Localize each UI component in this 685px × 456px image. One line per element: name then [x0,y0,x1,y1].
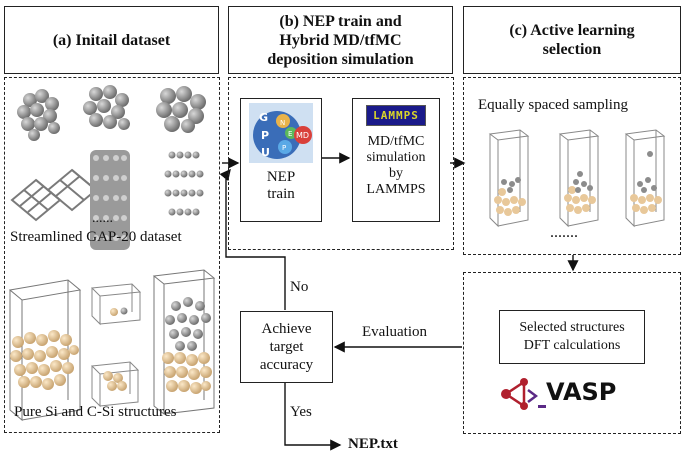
sampling-structures [488,129,666,228]
gpumd-letter-p2: P [282,144,286,152]
csi-box [152,269,216,416]
vasp-logo-icon [501,378,538,410]
panel-c-header: (c) Active learning selection [463,6,681,74]
decision-line3: accuracy [259,357,314,373]
panel-c-box [463,77,681,255]
gpumd-letter-p: P [261,129,269,142]
gpumd-letter-u: U [261,146,270,159]
panel-c-ellipsis: ....... [550,224,578,241]
gpumd-letter-n: N [280,119,285,127]
output-label: NEP.txt [348,436,398,452]
panel-a-structures [8,85,216,422]
si-slab-box [8,279,82,422]
decision-line1: Achieve [261,321,312,337]
arrow-no-loop [219,168,286,310]
si-small-cluster [103,371,127,391]
gpumd-logo: G P U N E P MD [249,103,313,163]
panel-a-title: (a) Initail dataset [52,31,171,49]
panel-b-header: (b) NEP train and Hybrid MD/tfMC deposit… [228,6,453,74]
small-box-top [90,283,142,326]
gpumd-letter-e: E [288,130,292,138]
md-label-line3: by [389,166,403,181]
small-box-bottom [90,361,140,408]
yes-label: Yes [290,404,312,420]
carbon-cluster-3 [156,86,206,133]
panel-b-box [228,77,454,250]
md-label-line1: MD/tfMC [367,134,425,149]
panel-a-header: (a) Initail dataset [4,6,219,74]
arrow-yes [284,383,342,451]
dft-box [463,272,681,434]
vasp-logo-text: VASP [546,378,617,406]
evaluation-label: Evaluation [362,324,427,340]
nep-label-line2: train [267,186,295,202]
carbon-sheet [10,168,98,222]
gap20-caption: Streamlined GAP-20 dataset [10,229,182,245]
decision-line2: target [269,339,304,355]
no-label: No [290,279,309,295]
panel-c-title-line1: (c) Active learning [509,22,635,39]
carbon-cluster-2 [83,85,130,130]
csi-si-atoms [162,352,212,394]
carbon-nanotube [90,150,130,250]
nep-label-line1: NEP [266,169,296,185]
csi-carbon-atoms [165,297,211,351]
si-slab-atoms [10,330,79,390]
dft-line1: Selected structures [519,320,625,335]
md-label-line4: LAMMPS [366,182,426,197]
panel-a-box [4,77,220,433]
panel-b-title-line1: (b) NEP train and [279,12,402,30]
panel-c-title-line2: selection [542,41,602,58]
c-atom-single [120,307,128,315]
carbon-cluster-1 [17,89,60,141]
dft-calculation-box: Selected structures DFT calculations [499,310,645,364]
gpumd-letter-md: MD [296,131,309,140]
structures-caption: Pure Si and C-Si structures [14,404,177,420]
md-label-line2: simulation [366,150,426,165]
decision-box: Achieve target accuracy [240,311,333,383]
dft-line2: DFT calculations [523,338,621,353]
nep-train-box: G P U N E P MD NEP train [240,98,322,222]
si-atom-single [110,308,118,316]
gpumd-letter-g: G [259,111,268,124]
lammps-logo: LAMMPS [366,105,426,126]
sampling-caption: Equally spaced sampling [478,97,628,113]
vasp-underscore [538,405,546,408]
carbon-chains [164,151,204,216]
panel-b-title-line2: Hybrid MD/tfMC [279,31,402,49]
md-simulation-box: LAMMPS MD/tfMC simulation by LAMMPS [352,98,440,222]
panel-b-title-line3: deposition simulation [267,50,414,68]
panel-a-ellipsis: ...... [92,211,113,226]
